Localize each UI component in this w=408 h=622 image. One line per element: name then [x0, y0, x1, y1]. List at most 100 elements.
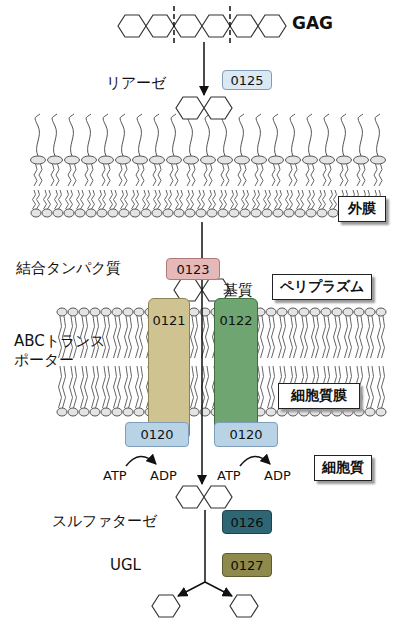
lipid-tail: [107, 366, 110, 408]
lipid-head: [99, 156, 114, 164]
lipid-tail: [261, 366, 264, 408]
lipid-tail: [103, 190, 106, 209]
lipid-tail: [268, 366, 271, 408]
sugar-hexagon: [204, 97, 232, 119]
lipid-tail: [311, 164, 314, 186]
lipid-tail: [39, 164, 42, 186]
lipid-head: [116, 156, 131, 164]
lipid-tail: [334, 190, 337, 209]
polymer-name: GAG: [292, 14, 333, 33]
lipid-head: [320, 156, 335, 164]
lipid-tail: [261, 316, 264, 358]
lipid-tail: [114, 316, 117, 358]
lipid-head: [189, 408, 199, 416]
sugar-hexagon: [118, 15, 146, 37]
lipid-tail: [176, 190, 179, 209]
lipid-tail: [136, 190, 139, 209]
molecule-name: ATP: [217, 466, 241, 485]
lipid-head: [133, 156, 148, 164]
lipid-head: [288, 408, 298, 416]
sugar-hexagon: [146, 15, 174, 37]
lps-chain: [256, 114, 261, 156]
lipid-tail: [59, 366, 62, 408]
region-tag: 外膜: [338, 196, 386, 222]
lipid-tail: [102, 164, 105, 186]
lipid-tail: [118, 366, 121, 408]
flow-arrow: [205, 582, 232, 596]
lipid-tail: [206, 366, 209, 408]
lps-chain: [324, 114, 329, 156]
lipid-tail: [136, 164, 139, 186]
lipid-tail: [357, 164, 360, 186]
lipid-tail: [323, 190, 326, 209]
transporter-name: ABCトランスポーター: [14, 332, 114, 370]
lps-chain: [375, 114, 380, 156]
lipid-tail: [312, 316, 315, 358]
lipid-head: [365, 408, 375, 416]
lipid-tail: [279, 316, 282, 358]
lipid-head: [277, 408, 287, 416]
enzyme-name: スルファターゼ: [52, 512, 157, 531]
atp-arrow: [240, 456, 270, 466]
lipid-tail: [125, 366, 128, 408]
enzyme-box: 0127: [222, 553, 272, 577]
lipid-tail: [165, 190, 168, 209]
lipid-tail: [77, 190, 80, 209]
lipid-tail: [125, 316, 128, 358]
sugar-hexagon: [258, 15, 286, 37]
flow-arrow: [203, 42, 205, 95]
sugar-hexagon: [176, 97, 204, 119]
lipid-tail: [319, 190, 322, 209]
node-text: 0120: [140, 427, 173, 442]
lipid-tail: [308, 190, 311, 209]
lipid-tail: [367, 316, 370, 358]
lipid-tail: [143, 190, 146, 209]
lipid-head: [332, 308, 342, 316]
lipid-head: [82, 156, 97, 164]
lipid-tail: [195, 316, 198, 358]
node-text: 0123: [176, 262, 209, 277]
lipid-head: [229, 209, 239, 217]
lipid-tail: [367, 366, 370, 408]
lipid-tail: [220, 190, 223, 209]
flow-line: [204, 510, 206, 582]
lipid-tail: [328, 164, 331, 186]
lipid-tail: [44, 190, 47, 209]
lipid-head: [86, 209, 96, 217]
lipid-head: [119, 209, 129, 217]
lipid-head: [262, 209, 272, 217]
lipid-tail: [121, 190, 124, 209]
node-text: 0127: [230, 558, 263, 573]
molecule-name: ATP: [103, 466, 127, 485]
lipid-tail: [345, 316, 348, 358]
lipid-tail: [85, 164, 88, 186]
lipid-head: [269, 156, 284, 164]
lipid-tail: [286, 190, 289, 209]
lipid-tail: [360, 316, 363, 358]
lipid-tail: [356, 316, 359, 358]
atpase-box: 0120: [214, 422, 278, 447]
lipid-tail: [301, 190, 304, 209]
lipid-head: [189, 308, 199, 316]
lipid-tail: [382, 366, 385, 408]
enzyme-box: 0126: [222, 510, 272, 534]
lipid-tail: [129, 316, 132, 358]
lps-chain: [205, 114, 210, 156]
lipid-tail: [195, 366, 198, 408]
lipid-tail: [169, 190, 172, 209]
lipid-tail: [118, 316, 121, 358]
lipid-tail: [349, 316, 352, 358]
lipid-head: [354, 308, 364, 316]
sugar-hexagon: [174, 15, 202, 37]
node-text: 0121: [152, 313, 185, 328]
node-text: ペリプラズム: [280, 278, 364, 296]
lipid-tail: [371, 316, 374, 358]
lipid-head: [317, 209, 327, 217]
lps-chain: [358, 114, 363, 156]
lipid-tail: [110, 190, 113, 209]
lipid-head: [321, 408, 331, 416]
lipid-tail: [257, 190, 260, 209]
lipid-tail: [260, 164, 263, 186]
lipid-head: [134, 308, 144, 316]
lipid-head: [75, 209, 85, 217]
